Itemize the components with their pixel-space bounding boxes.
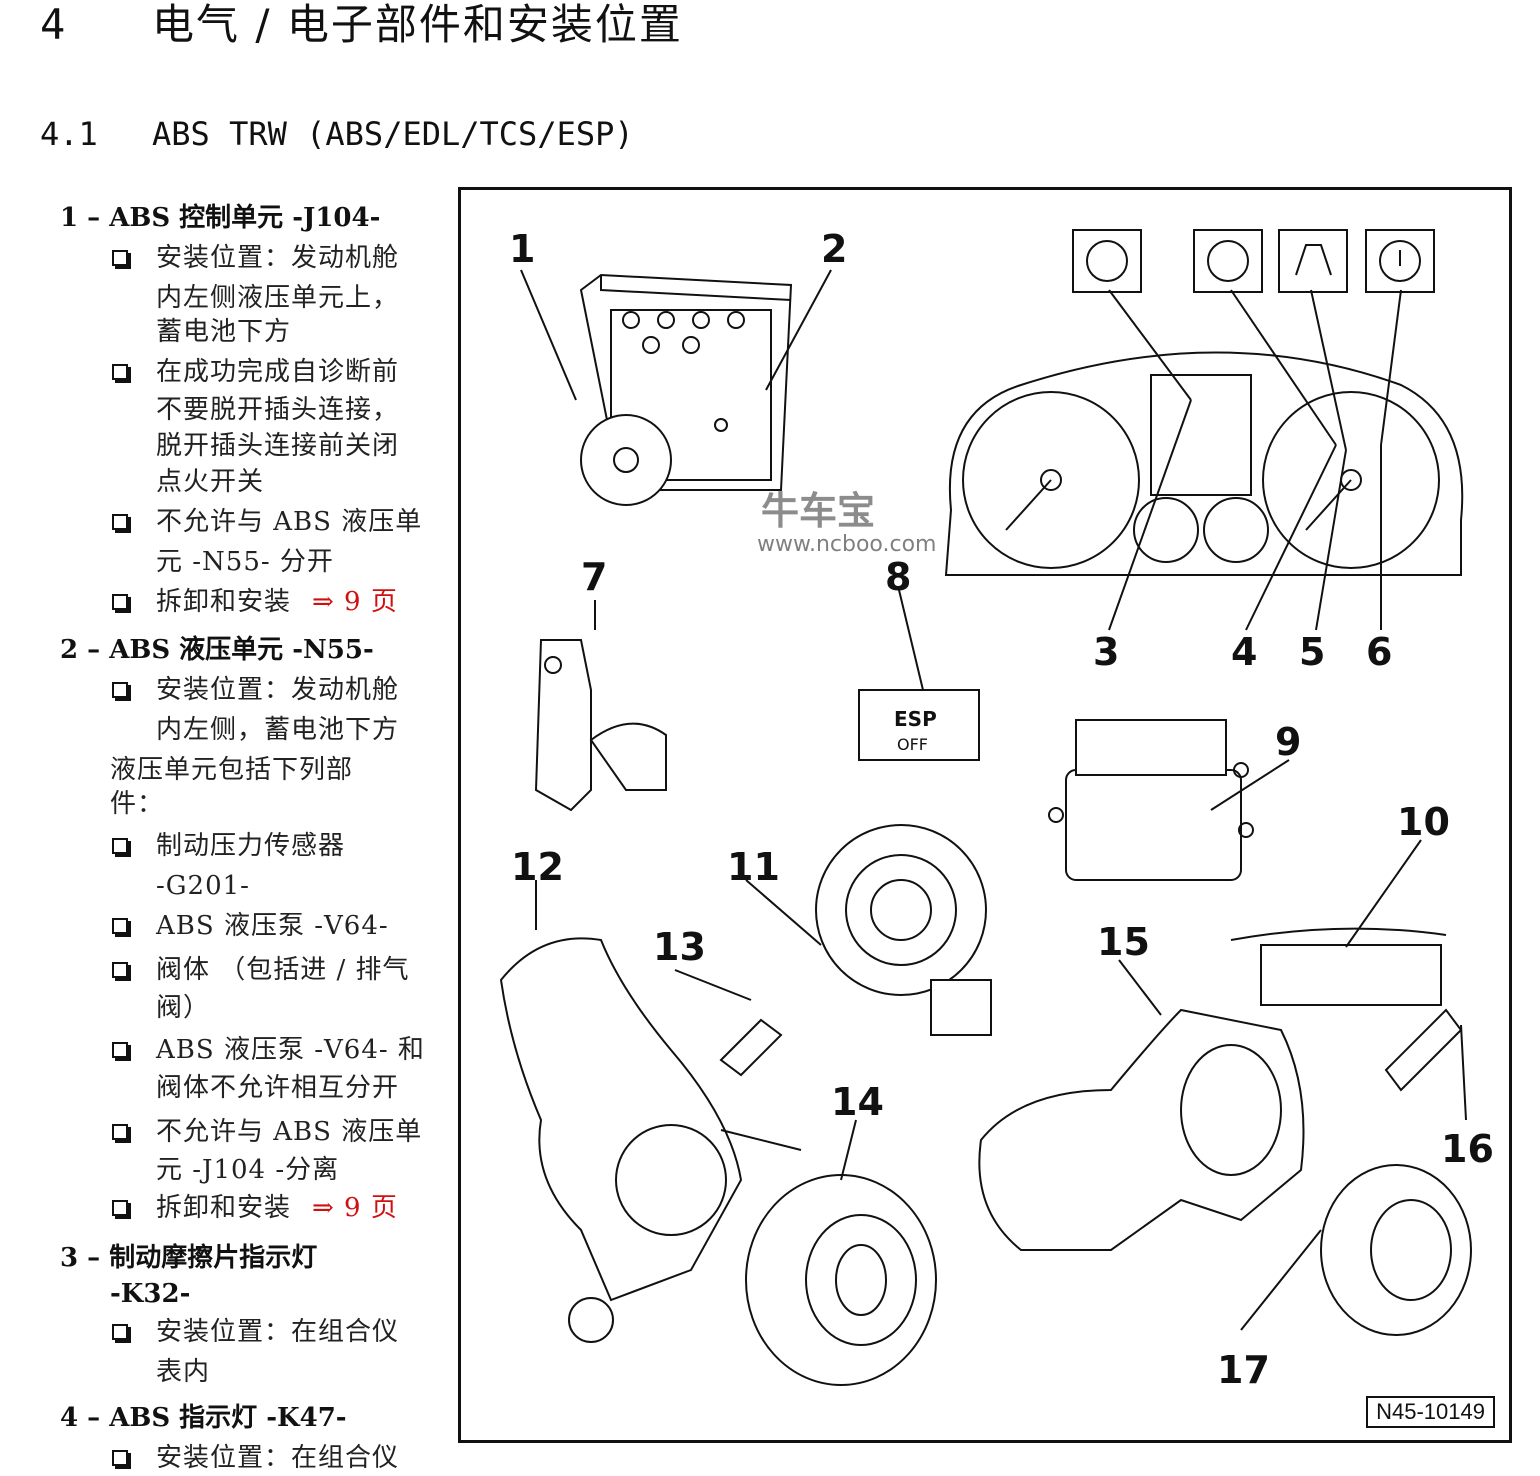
item-line: 拆卸和安装 bbox=[156, 1193, 292, 1223]
section-title: ABS TRW (ABS/EDL/TCS/ESP) bbox=[152, 115, 634, 153]
figure-drawing: 1 2 3 4 5 6 7 8 9 10 11 12 13 14 15 16 1… bbox=[499, 227, 1494, 1392]
item-line: ABS 液压泵 -V64- bbox=[156, 911, 389, 941]
callout-15: 15 bbox=[1097, 920, 1150, 964]
callout-7: 7 bbox=[581, 555, 607, 599]
callout-13: 13 bbox=[653, 925, 706, 969]
callout-2: 2 bbox=[821, 227, 847, 271]
off-label: OFF bbox=[897, 735, 928, 754]
item-line: 阀体 （包括进 / 排气 bbox=[156, 955, 410, 985]
item-line: 表内 bbox=[156, 1357, 211, 1387]
steering-sensor-drawing bbox=[815, 824, 987, 996]
callout-16: 16 bbox=[1441, 1127, 1494, 1171]
abs-unit-drawing bbox=[579, 273, 793, 506]
steering-knuckle-drawing bbox=[499, 937, 802, 1343]
callout-12: 12 bbox=[511, 845, 564, 889]
page-link[interactable]: ⇒ 9 页 bbox=[312, 1193, 398, 1223]
bullet-icon bbox=[112, 962, 131, 981]
component-figure: 1 2 3 4 5 6 7 8 9 10 11 12 13 14 15 16 1… bbox=[458, 187, 1512, 1443]
control-module-drawing bbox=[1065, 769, 1242, 881]
item-line: 元 -J104 -分离 bbox=[156, 1155, 340, 1185]
item-line: 内左侧，蓄电池下方 bbox=[156, 715, 400, 745]
item-line: 不允许与 ABS 液压单 bbox=[156, 1117, 423, 1147]
bullet-icon bbox=[112, 594, 131, 613]
bullet-icon bbox=[112, 1124, 131, 1143]
item-line: 蓄电池下方 bbox=[156, 317, 292, 347]
rear-hub-drawing bbox=[1320, 1164, 1472, 1336]
item-line: 元 -N55- 分开 bbox=[156, 547, 334, 577]
esp-switch-drawing bbox=[858, 689, 980, 761]
item-line: 不允许与 ABS 液压单 bbox=[156, 507, 423, 537]
bullet-icon bbox=[112, 1450, 131, 1469]
chapter-title: 电气 / 电子部件和安装位置 bbox=[152, 0, 683, 49]
instrument-cluster-drawing bbox=[944, 351, 1464, 576]
item-line: 液压单元包括下列部 bbox=[110, 755, 354, 785]
esp-label: ESP bbox=[894, 707, 937, 731]
figure-code: N45-10149 bbox=[1366, 1396, 1495, 1428]
watermark-text: 牛车宝 bbox=[761, 489, 876, 533]
item-heading-cont: -K32- bbox=[110, 1279, 191, 1309]
item-line: 不要脱开插头连接， bbox=[156, 395, 400, 425]
bullet-icon bbox=[112, 514, 131, 533]
chapter-number: 4 bbox=[40, 0, 66, 49]
item-line: 阀体不允许相互分开 bbox=[156, 1073, 400, 1103]
item-line: -G201- bbox=[156, 871, 250, 901]
item-heading: 2 – ABS 液压单元 -N55- bbox=[60, 635, 374, 665]
item-line: 阀） bbox=[156, 993, 211, 1023]
item-line: 脱开插头连接前关闭 bbox=[156, 431, 400, 461]
bullet-icon bbox=[112, 838, 131, 857]
item-line: 安装位置：在组合仪 bbox=[156, 1443, 400, 1473]
callout-5: 5 bbox=[1299, 630, 1325, 674]
watermark-url: www.ncboo.com bbox=[757, 532, 937, 557]
bullet-icon bbox=[112, 1042, 131, 1061]
item-line: 安装位置：发动机舱 bbox=[156, 675, 400, 705]
item-line: 件： bbox=[110, 789, 165, 819]
callout-11: 11 bbox=[727, 845, 780, 889]
callout-3: 3 bbox=[1093, 630, 1119, 674]
bullet-icon bbox=[112, 682, 131, 701]
item-heading: 1 – ABS 控制单元 -J104- bbox=[60, 203, 381, 233]
item-line: 制动压力传感器 bbox=[156, 831, 346, 861]
item-line: 点火开关 bbox=[156, 467, 265, 497]
callout-1: 1 bbox=[509, 227, 535, 271]
component-list: 1 – ABS 控制单元 -J104- 安装位置：发动机舱 内左侧液压单元上， … bbox=[0, 0, 450, 1473]
item-line: 内左侧液压单元上， bbox=[156, 283, 400, 313]
callout-14: 14 bbox=[831, 1080, 884, 1124]
bullet-icon bbox=[112, 918, 131, 937]
item-line: 安装位置：发动机舱 bbox=[156, 243, 400, 273]
callout-10: 10 bbox=[1397, 800, 1450, 844]
wheel-hub-drawing bbox=[745, 1174, 937, 1386]
item-heading: 4 – ABS 指示灯 -K47- bbox=[60, 1403, 347, 1433]
callout-17: 17 bbox=[1217, 1348, 1270, 1392]
diagnostic-connector-drawing bbox=[1260, 944, 1442, 1006]
bullet-icon bbox=[112, 364, 131, 383]
item-heading: 3 – 制动摩擦片指示灯 bbox=[60, 1243, 318, 1273]
callout-6: 6 bbox=[1366, 630, 1392, 674]
wheel-bearing-housing-drawing bbox=[978, 1008, 1305, 1251]
bullet-icon bbox=[112, 1324, 131, 1343]
callout-9: 9 bbox=[1275, 720, 1301, 764]
page-link[interactable]: ⇒ 9 页 bbox=[312, 587, 398, 617]
section-number: 4.1 bbox=[40, 115, 98, 153]
item-line: 在成功完成自诊断前 bbox=[156, 357, 400, 387]
item-line: ABS 液压泵 -V64- 和 bbox=[156, 1035, 425, 1065]
bullet-icon bbox=[112, 250, 131, 269]
speed-sensor-drawing bbox=[1384, 1008, 1463, 1092]
item-line: 拆卸和安装 bbox=[156, 587, 292, 617]
bullet-icon bbox=[112, 1200, 131, 1219]
callout-8: 8 bbox=[885, 555, 911, 599]
sensor-drawing bbox=[534, 639, 667, 812]
item-line: 安装位置：在组合仪 bbox=[156, 1317, 400, 1347]
callout-4: 4 bbox=[1231, 630, 1257, 674]
